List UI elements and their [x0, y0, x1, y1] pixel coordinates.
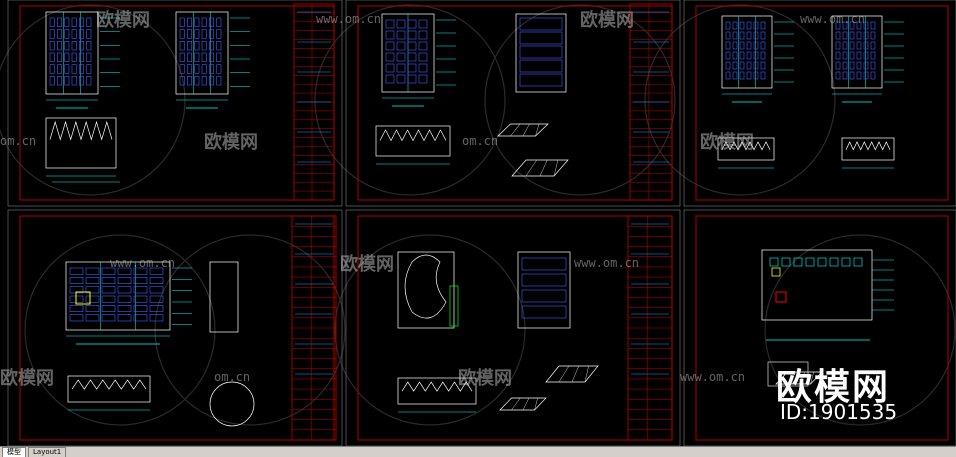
- watermark-circle: [764, 234, 956, 426]
- watermark-text: 欧模网: [0, 368, 54, 389]
- watermark-url: www.om.cn: [110, 256, 176, 270]
- watermark-text: 欧模网: [340, 254, 394, 275]
- cad-model-space[interactable]: 欧模网 www.om.cn 欧模网 www.om.cn om.cn 欧模网 om…: [0, 0, 956, 446]
- watermark-url: www.om.cn: [574, 256, 640, 270]
- watermark-url: www.om.cn: [800, 12, 866, 26]
- watermark-id: ID:1901535: [780, 400, 898, 424]
- watermark-text: 欧模网: [700, 132, 754, 153]
- tab-model[interactable]: 模型: [2, 447, 26, 457]
- tab-layout1[interactable]: Layout1: [28, 447, 67, 457]
- watermark-circle: [314, 4, 506, 196]
- watermark-text: 欧模网: [96, 10, 150, 31]
- watermark-circle: [24, 234, 216, 426]
- watermark-logo: 欧模网: [776, 367, 891, 408]
- watermark-circle: [644, 4, 836, 196]
- watermark-text: 欧模网: [204, 132, 258, 153]
- watermark-url: www.om.cn: [316, 12, 382, 26]
- watermark-url: www.om.cn: [680, 370, 746, 384]
- watermark-text: 欧模网: [580, 10, 634, 31]
- watermark-url: om.cn: [214, 370, 251, 384]
- cad-drawing-canvas[interactable]: [0, 0, 956, 446]
- watermark-circle: [484, 4, 676, 196]
- watermark-circle: [334, 234, 526, 426]
- layout-tab-bar: 模型 Layout1: [0, 446, 956, 457]
- watermark-url: om.cn: [0, 134, 37, 148]
- watermark-circle: [154, 234, 346, 426]
- watermark-text: 欧模网: [458, 368, 512, 389]
- watermark-url: om.cn: [462, 134, 499, 148]
